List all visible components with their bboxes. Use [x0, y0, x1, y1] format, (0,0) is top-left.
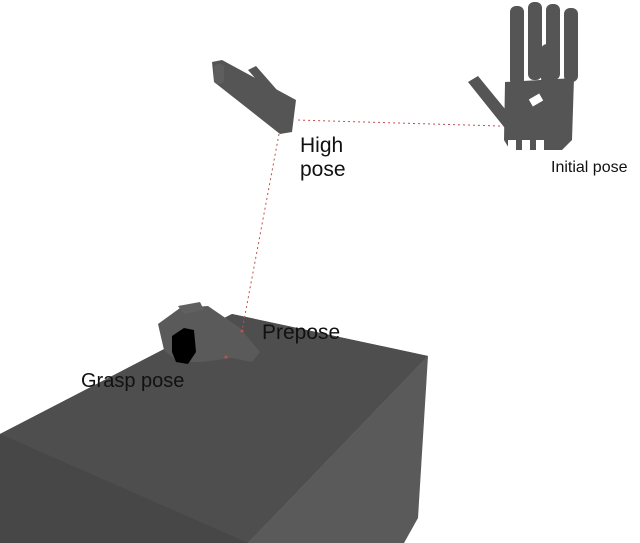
table-front-lower [0, 434, 248, 543]
initial-pose-hand-icon [468, 2, 578, 150]
grasp-hand-icon [158, 302, 260, 364]
table-box [0, 314, 428, 543]
grasped-object-icon [172, 328, 196, 364]
high-pose-hand-icon [212, 60, 296, 134]
table-top-face-shade [0, 314, 428, 543]
high-pose-label: High pose [300, 134, 346, 182]
trajectory-initial-to-high [295, 119, 501, 127]
grasp-pose-label: Grasp pose [81, 370, 185, 392]
initial-pose-label: Initial pose [551, 159, 628, 176]
trajectory-high-to-prepose [241, 133, 280, 332]
prepose-label: Prepose [262, 321, 341, 344]
